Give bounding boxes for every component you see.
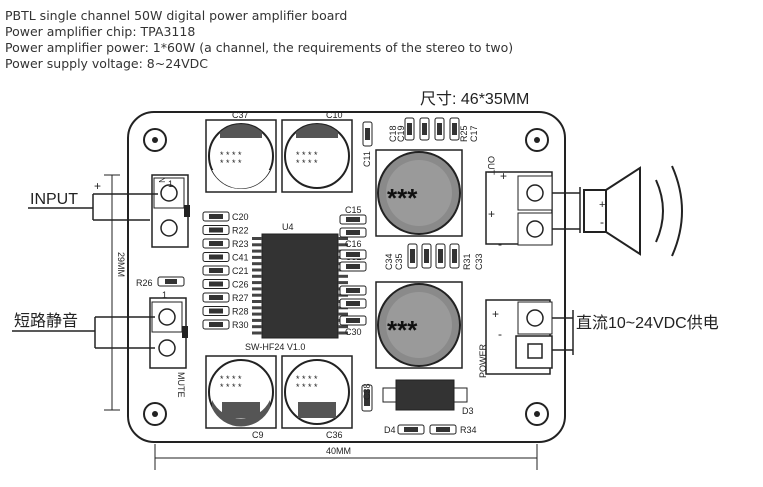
cap-c36: * * * * * * * * (281, 355, 353, 429)
info-line-title: PBTL single channel 50W digital power am… (5, 8, 348, 23)
r34-label: R34 (460, 425, 477, 435)
c34-label: C34 (384, 253, 394, 270)
left-component-label: R28 (232, 307, 249, 317)
cap-c10-label: C10 (326, 110, 343, 120)
top-components (404, 117, 460, 141)
d3-component (395, 379, 455, 411)
left-component-label: R30 (232, 320, 249, 330)
left-component-label: R23 (232, 239, 249, 249)
c11-label: C11 (362, 151, 372, 167)
mute-label: MUTE (176, 372, 186, 398)
left-component-r30: R30 (202, 319, 249, 330)
inductor-bottom (375, 281, 463, 369)
left-component-label: C21 (232, 266, 249, 276)
left-component-label: R27 (232, 293, 249, 303)
left-component-c21: C21 (202, 265, 249, 276)
left-component-c26: C26 (202, 279, 249, 290)
inductor-bottom-stars: *** (387, 315, 418, 345)
right-component-c30: C30 (339, 315, 367, 337)
input-connector-label: N (157, 177, 166, 183)
left-component-label: R22 (232, 226, 249, 236)
input-label: INPUT (30, 191, 78, 208)
left-component-label: C26 (232, 280, 249, 290)
info-text: PBTL single channel 50W digital power am… (5, 8, 513, 72)
c35-label: C35 (394, 253, 404, 270)
left-component-c41: C41 (202, 252, 249, 263)
right-components: C15C16C32C30 (339, 205, 367, 337)
cap-c10: * * * * * * * * (281, 119, 353, 193)
left-component-r22: R22 (202, 225, 249, 236)
info-line-power: Power amplifier power: 1*60W (a channel,… (5, 40, 514, 55)
c18-label: C18 (388, 125, 398, 142)
right-component-label: C30 (345, 327, 362, 337)
inductor-top (375, 149, 463, 237)
svg-text:* * * *: * * * * (220, 374, 242, 384)
c33-label: C33 (474, 253, 484, 270)
out-label: OUT (486, 156, 496, 176)
board-name-label: SW-HF24 V1.0 (245, 342, 305, 352)
cap-c37-label: C37 (232, 110, 249, 120)
svg-text:* * * *: * * * * (296, 382, 318, 392)
right-component-label: C16 (345, 239, 362, 249)
mute-pin-one-label: 1 (162, 290, 167, 300)
left-component-c20: C20 (202, 211, 249, 222)
input-pin-one-label: 1 (168, 179, 173, 189)
width-dimension-label: 40MM (326, 446, 351, 456)
power-connector (485, 299, 553, 375)
c19-label: C19 (396, 125, 406, 142)
input-connector (151, 174, 190, 248)
speaker-plus: + (599, 199, 605, 211)
cap-c37: * * * * * * * * (205, 119, 277, 193)
left-component-label: C20 (232, 212, 249, 222)
cap-c37-stars: * * * * (220, 150, 242, 160)
right-component-c16: C16 (339, 227, 367, 249)
r26-label: R26 (136, 278, 153, 288)
info-line-chip: Power amplifier chip: TPA3118 (5, 24, 196, 39)
r25-label: R25 (459, 125, 469, 142)
ic-label: U4 (282, 222, 294, 232)
power-supply-label: 直流10~24VDC供电 (576, 314, 719, 332)
power-plus: + (492, 307, 499, 321)
right-component-label: C15 (345, 205, 362, 215)
r31-label: R31 (462, 253, 472, 270)
out-minus: - (498, 237, 502, 251)
c38-label: C38 (362, 383, 372, 400)
c17-label: C17 (469, 125, 479, 142)
cap-c9-label: C9 (252, 430, 264, 440)
d4-label: D4 (384, 425, 396, 435)
mute-short-label: 短路静音 (14, 312, 78, 330)
cap-c9: * * * * * * * * (205, 355, 277, 429)
d3-label: D3 (462, 406, 474, 416)
speaker-icon (583, 165, 683, 257)
input-plus: + (94, 179, 101, 193)
info-line-voltage: Power supply voltage: 8~24VDC (5, 56, 209, 71)
power-minus: - (498, 327, 502, 341)
speaker-minus: - (600, 215, 604, 229)
left-component-r23: R23 (202, 238, 249, 249)
left-component-r27: R27 (202, 292, 249, 303)
inductor-top-stars: *** (387, 183, 418, 213)
mounting-holes (143, 128, 549, 426)
cap-c36-label: C36 (326, 430, 343, 440)
middle-components (407, 243, 460, 269)
svg-text:* * * *: * * * * (296, 158, 318, 168)
right-component-c15: C15 (339, 205, 367, 225)
size-label: 尺寸: 46*35MM (420, 90, 529, 108)
left-component-r28: R28 (202, 306, 249, 317)
svg-text:* * * *: * * * * (296, 150, 318, 160)
svg-text:* * * *: * * * * (220, 158, 242, 168)
out-plus: + (500, 169, 507, 183)
left-component-label: C41 (232, 253, 249, 263)
svg-text:* * * *: * * * * (296, 374, 318, 384)
svg-text:* * * *: * * * * (220, 382, 242, 392)
power-label: POWER (478, 343, 488, 378)
out-plus-2: + (488, 207, 495, 221)
height-dimension-label: 29MM (116, 252, 126, 277)
ic-u4 (252, 233, 348, 339)
